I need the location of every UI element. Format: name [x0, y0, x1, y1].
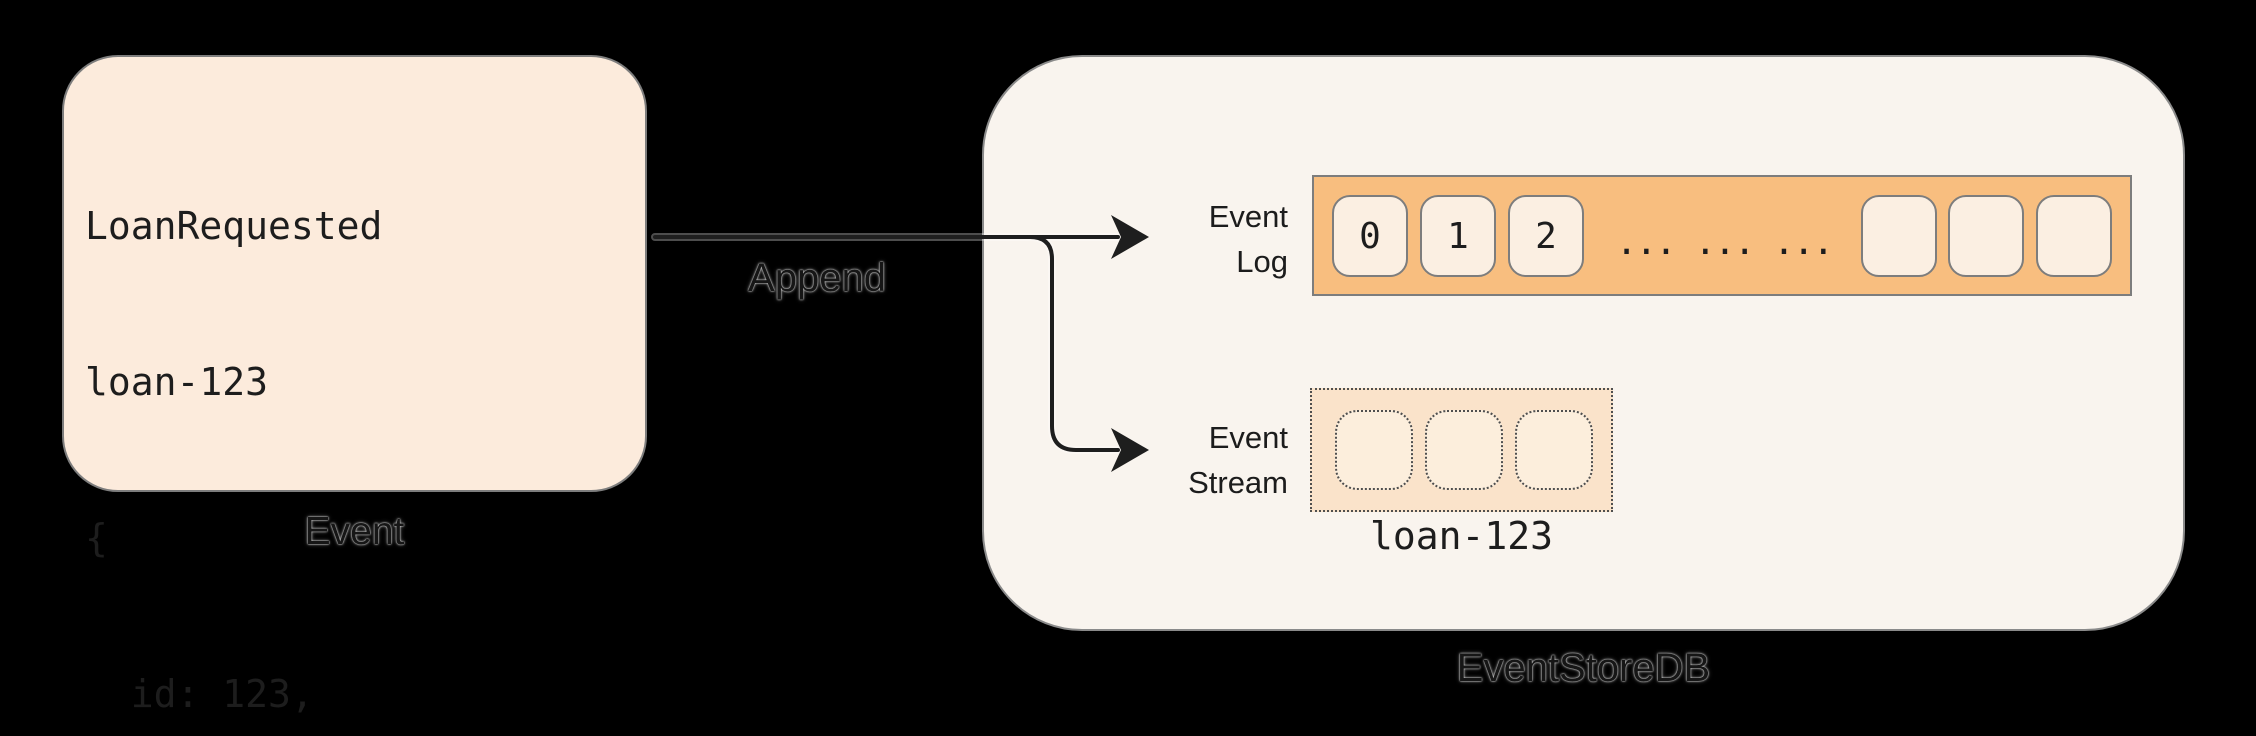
eventstoredb-caption: EventStoreDB: [1456, 646, 1711, 690]
stream-cell-2: [1515, 410, 1593, 490]
event-stream-label: Event Stream: [1108, 415, 1288, 505]
log-ellipsis-dots: ... ... ...: [1615, 222, 1834, 263]
code-line-stream-id: loan-123: [85, 360, 269, 404]
log-empty-cell-1: [1948, 195, 2024, 277]
event-card: [62, 55, 647, 492]
event-log-label-line2: Log: [1236, 244, 1288, 279]
event-card-caption: Event: [304, 510, 405, 553]
stream-name-label: loan-123: [1369, 514, 1554, 558]
event-stream-label-line1: Event: [1208, 420, 1288, 455]
append-arrow-label: Append: [748, 256, 886, 300]
log-empty-cell-2: [2036, 195, 2112, 277]
code-line-brace-open: {: [85, 516, 108, 560]
event-log-label: Event Log: [1108, 194, 1288, 284]
log-cell-2: 2: [1508, 195, 1584, 277]
eventstoredb-box: [982, 55, 2185, 631]
log-cell-0: 0: [1332, 195, 1408, 277]
code-line-id: id: 123,: [85, 672, 314, 716]
stream-cell-1: [1425, 410, 1503, 490]
event-code-block: LoanRequested loan-123 { id: 123, amount…: [85, 96, 611, 736]
log-cell-1: 1: [1420, 195, 1496, 277]
log-empty-cell-0: [1861, 195, 1937, 277]
event-log-label-line1: Event: [1208, 199, 1288, 234]
event-stream-label-line2: Stream: [1188, 465, 1288, 500]
stream-cell-0: [1335, 410, 1413, 490]
code-line-type: LoanRequested: [85, 204, 383, 248]
